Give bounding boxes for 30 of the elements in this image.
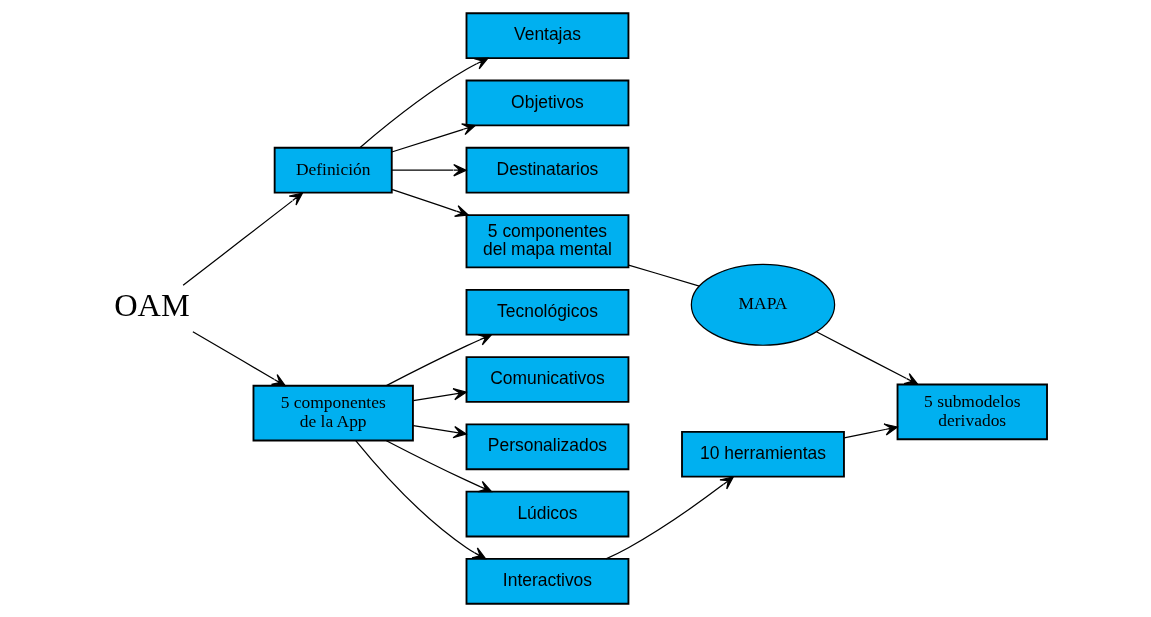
node-box: Ventajas	[465, 12, 630, 60]
node-box: Objetivos	[465, 79, 630, 127]
node-box: 10 herramientas	[681, 430, 845, 478]
arrow	[355, 439, 487, 560]
node-text: OAM	[114, 287, 190, 324]
connector	[628, 264, 700, 287]
arrow	[359, 57, 489, 149]
arrow	[182, 192, 304, 286]
node-box: Destinatarios	[465, 146, 630, 194]
arrow	[391, 123, 476, 153]
arrow	[385, 440, 493, 493]
node-box: Tecnológicos	[465, 288, 630, 336]
arrow	[192, 331, 286, 387]
node-box: 5 componentes de la App	[252, 384, 414, 442]
node-box: 5 submodelos derivados	[896, 383, 1048, 441]
node-box: Definición	[273, 146, 393, 194]
node-box: Interactivos	[465, 557, 630, 605]
arrow	[391, 164, 467, 177]
arrow	[815, 331, 919, 385]
arrow	[391, 188, 469, 218]
arrow	[843, 423, 898, 439]
arrow	[385, 333, 493, 387]
arrow	[412, 425, 467, 439]
node-box: Lúdicos	[465, 490, 630, 538]
arrow	[605, 476, 734, 560]
arrow	[412, 388, 467, 402]
node-box: Comunicativos	[465, 356, 630, 403]
node-box: Personalizados	[465, 423, 630, 471]
node-box: 5 componentes del mapa mental	[465, 214, 630, 269]
node-ellipse: MAPA	[690, 263, 836, 346]
